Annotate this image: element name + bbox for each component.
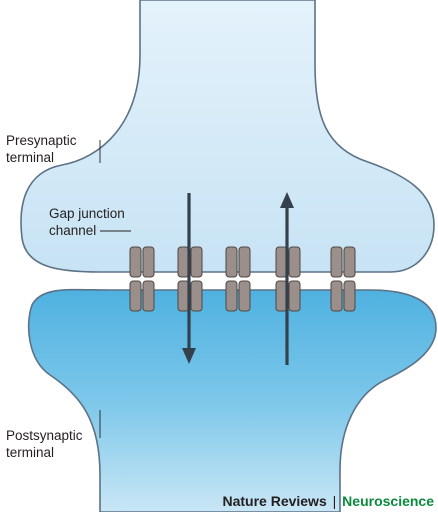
arrow-down bbox=[182, 193, 196, 364]
presynaptic-label-line1: Presynaptic bbox=[6, 133, 77, 148]
postsynaptic-terminal-label: Postsynaptic terminal bbox=[6, 427, 83, 461]
journal-credit: Nature Reviews | Neuroscience bbox=[222, 493, 434, 509]
postsynaptic-label-line1: Postsynaptic bbox=[6, 428, 83, 443]
journal-name: Neuroscience bbox=[342, 493, 434, 509]
arrow-up bbox=[280, 192, 294, 365]
presynaptic-terminal-label: Presynaptic terminal bbox=[6, 132, 77, 166]
presynaptic-terminal bbox=[20, 0, 435, 273]
presynaptic-label-line2: terminal bbox=[6, 150, 55, 165]
gap-junction-label-line2: channel bbox=[49, 223, 97, 238]
gap-junction-channel bbox=[129, 246, 155, 312]
gap-junction-channel-label: Gap junction channel bbox=[49, 205, 125, 239]
postsynaptic-terminal bbox=[27, 288, 437, 512]
credit-separator: | bbox=[332, 493, 337, 509]
gap-junction-label-line1: Gap junction bbox=[49, 206, 125, 221]
gap-junction-channel bbox=[225, 246, 251, 312]
gap-junction-channel bbox=[177, 246, 203, 312]
publisher-name: Nature Reviews bbox=[222, 493, 327, 509]
postsynaptic-label-line2: terminal bbox=[6, 445, 55, 460]
gap-junction-channels bbox=[129, 246, 356, 312]
gap-junction-channel bbox=[275, 246, 301, 312]
gap-junction-channel bbox=[330, 246, 356, 312]
